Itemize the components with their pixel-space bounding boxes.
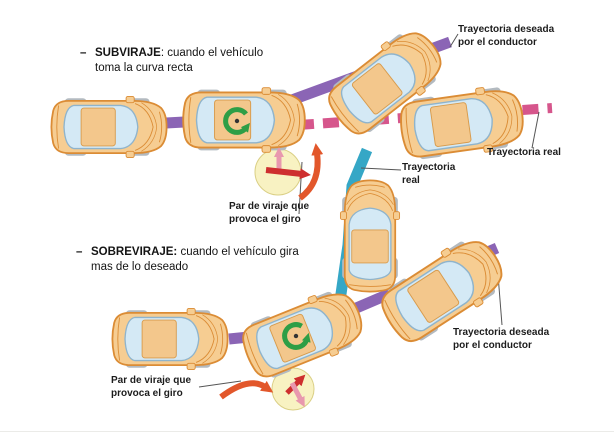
understeer-car-1 xyxy=(50,95,168,159)
leader-desired-top xyxy=(449,33,459,48)
lateral-force-arrow-icon-top xyxy=(265,167,311,180)
label-real-trajectory-understeer: Trayectoria real xyxy=(487,147,561,158)
oversteer-definition: cuando el vehículo gira mas de lo desead… xyxy=(91,246,299,273)
understeer-term: SUBVIRAJE xyxy=(95,47,161,59)
label-turn-torque-understeer: Par de viraje que provoca el giro xyxy=(229,201,310,225)
label-turn-torque-oversteer: Par de viraje que provoca el giro xyxy=(111,375,192,399)
leader-real-mid xyxy=(360,167,402,171)
understeer-definition: : cuando el vehículo toma la curva recta xyxy=(95,47,264,74)
understeer-car-2 xyxy=(182,86,306,154)
label-desired-trajectory-oversteer: Trayectoria deseada por el conductor xyxy=(453,327,550,351)
oversteer-car-real xyxy=(339,179,401,293)
turn-torque-arrow-icon-top xyxy=(298,143,324,201)
understeer-heading-text: SUBVIRAJE: cuando el vehículo toma la cu… xyxy=(95,46,268,76)
heading-dash: – xyxy=(76,246,83,258)
label-desired-trajectory-understeer: Trayectoria deseada por el conductor xyxy=(458,24,555,48)
oversteer-heading: – SOBREVIRAJE: cuando el vehículo gira m… xyxy=(76,245,304,275)
leader-torque-bottom xyxy=(198,380,242,388)
leader-real-top xyxy=(531,111,540,149)
oversteer-heading-text: SOBREVIRAJE: cuando el vehículo gira mas… xyxy=(91,245,304,275)
label-real-trajectory-oversteer: Trayectoria real xyxy=(402,162,456,186)
heading-dash: – xyxy=(80,47,87,59)
oversteer-term: SOBREVIRAJE: xyxy=(91,246,178,258)
page-edge-line xyxy=(0,431,614,432)
understeer-heading: – SUBVIRAJE: cuando el vehículo toma la … xyxy=(80,46,268,76)
slip-arrow-icon-bottom xyxy=(289,381,305,408)
turn-torque-arrow-icon-bottom xyxy=(219,380,274,400)
oversteer-car-1 xyxy=(111,307,229,371)
